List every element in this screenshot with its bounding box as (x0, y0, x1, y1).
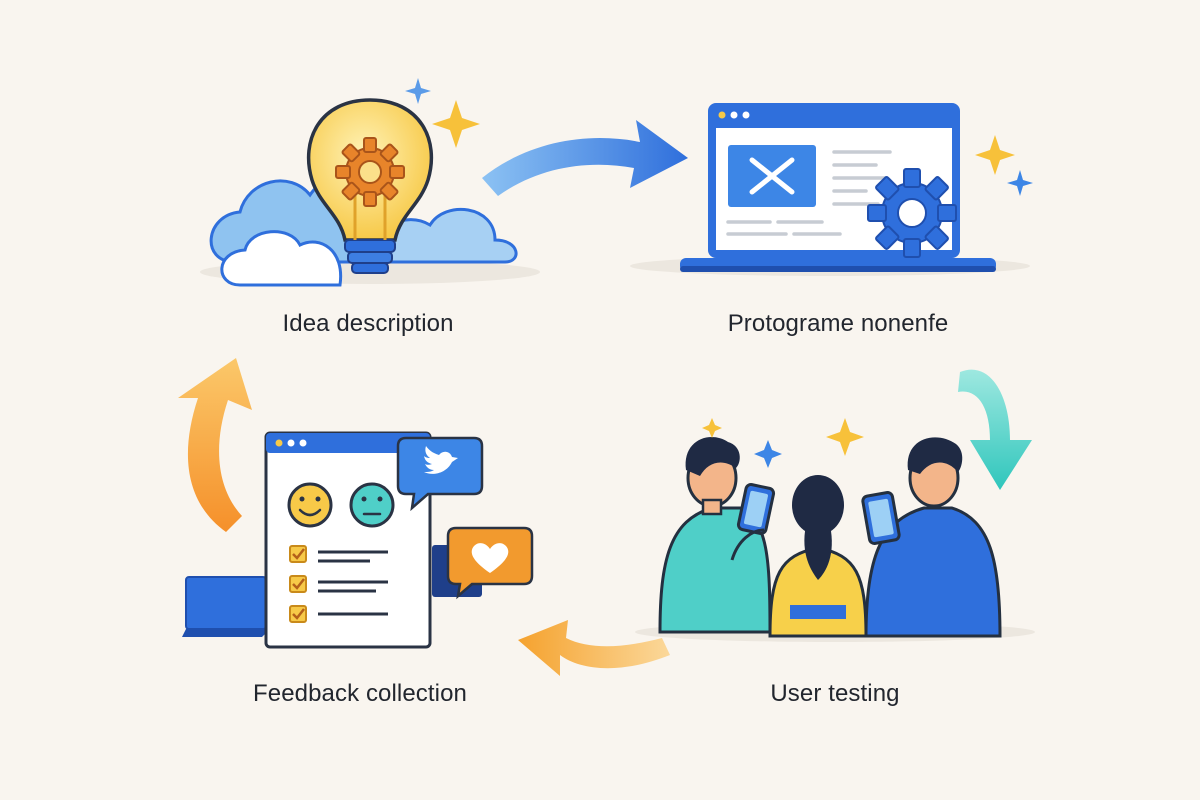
prototype-illustration (630, 103, 1033, 276)
arrow-prototype-to-testing (958, 369, 1032, 490)
person-icon (768, 475, 868, 638)
step-label-prototype: Protograme nonenfe (727, 310, 949, 337)
checkbox-icon (289, 545, 307, 563)
step-label-feedback: Feedback collection (252, 680, 468, 707)
gear-icon (867, 168, 957, 258)
checklist (289, 545, 388, 623)
step-label-idea: Idea description (282, 310, 454, 337)
sparkle-icon (975, 135, 1015, 175)
neutral-face-icon (349, 482, 395, 528)
arrow-testing-to-feedback (518, 620, 670, 676)
person-icon (658, 437, 772, 634)
checkbox-icon (289, 575, 307, 593)
sparkle-icon (754, 440, 782, 468)
laptop-icon (182, 576, 270, 637)
gear-icon (335, 137, 405, 207)
arrow-idea-to-prototype (482, 120, 688, 196)
person-icon (864, 437, 1002, 638)
smiley-icon (287, 482, 333, 528)
step-label-testing: User testing (770, 680, 900, 707)
checkbox-icon (289, 605, 307, 623)
heart-speech-bubble-icon (432, 526, 534, 600)
sparkle-icon (1007, 170, 1033, 196)
smartphone-icon (736, 483, 776, 535)
close-icon (728, 145, 816, 207)
sparkle-icon (405, 78, 431, 104)
sparkle-icon (432, 100, 480, 148)
sparkle-icon (826, 418, 864, 456)
smartphone-icon (861, 491, 901, 545)
bird-speech-bubble-icon (396, 436, 484, 512)
arrow-feedback-to-idea (178, 358, 252, 532)
sparkle-icon (702, 418, 722, 438)
idea-illustration (200, 78, 540, 287)
feedback-illustration (182, 431, 534, 649)
user-testing-illustration (635, 418, 1035, 642)
